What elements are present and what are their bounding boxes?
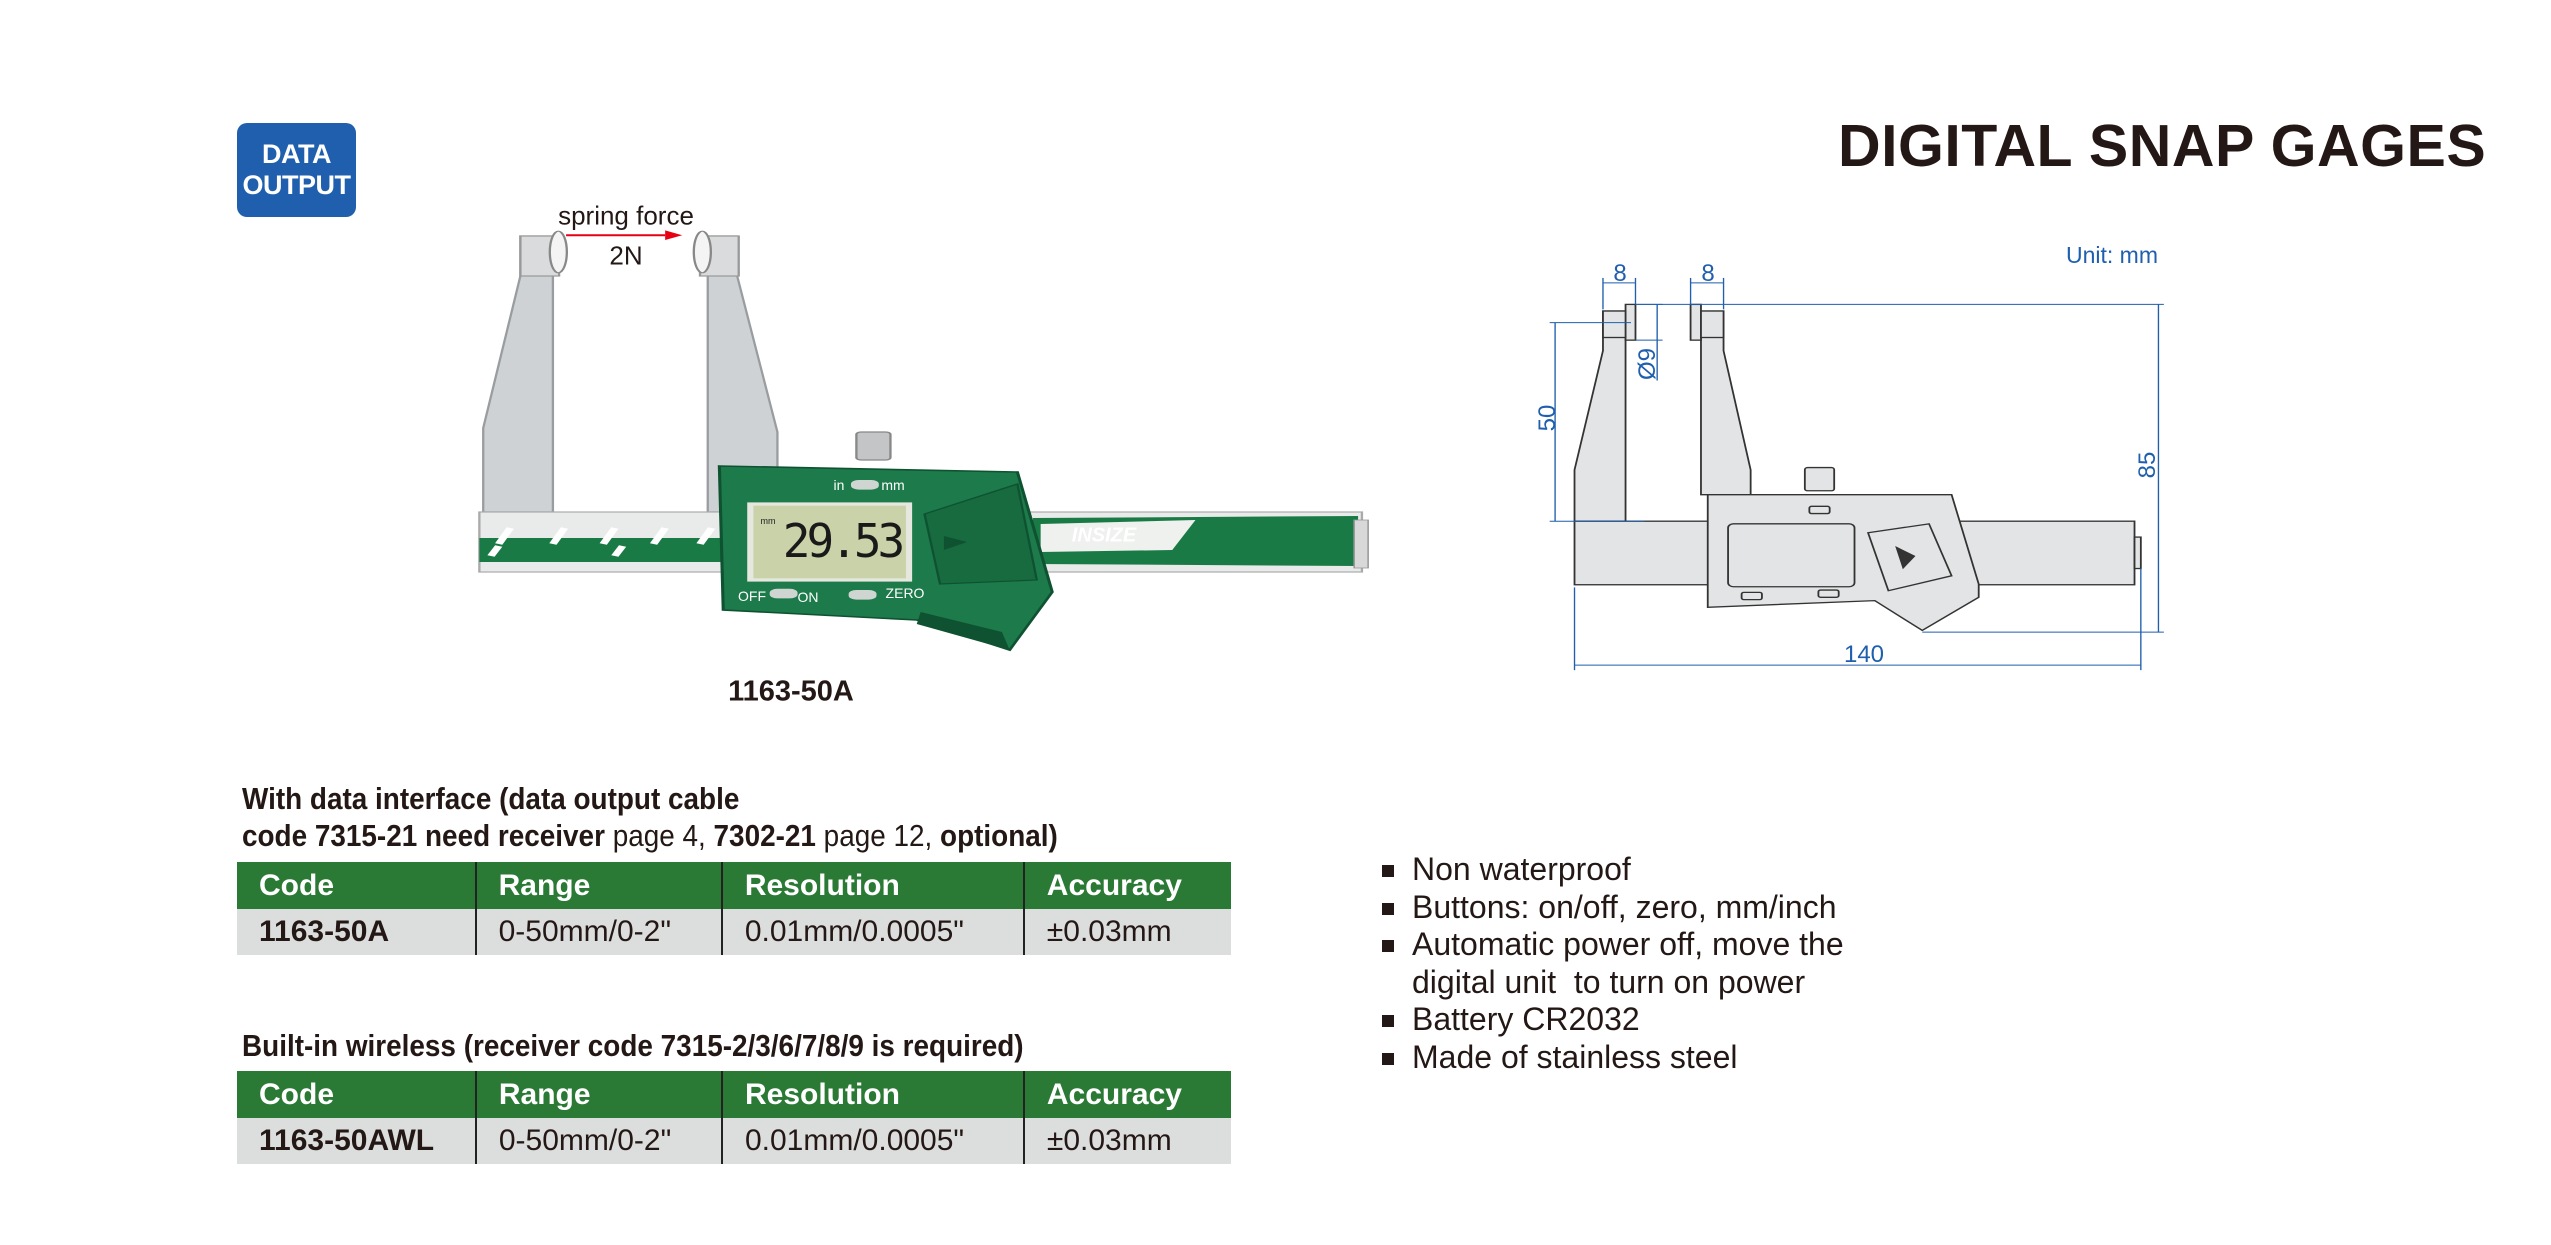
col-range: Range — [474, 862, 722, 909]
col-code: Code — [237, 862, 476, 909]
feature-text: Buttons: on/off, zero, mm/inch — [1412, 888, 1837, 925]
table-header-row: Code Range Resolution Accuracy — [237, 862, 1231, 909]
col-resolution: Resolution — [720, 1071, 1024, 1118]
drawing-knob — [1803, 466, 1836, 492]
off-label: OFF — [738, 588, 766, 604]
power-button — [769, 588, 798, 599]
dim-pad-left: 8 — [1613, 260, 1627, 287]
lcd-reading: 29.53 — [782, 514, 906, 568]
cell-resolution: 0.01mm/0.0005" — [720, 1118, 1024, 1164]
beam-white-stripe — [1040, 520, 1196, 552]
lcd-unit: mm — [760, 516, 776, 526]
bullet-icon — [1382, 865, 1394, 877]
cell-resolution: 0.01mm/0.0005" — [720, 909, 1024, 955]
heading-segment: optional) — [940, 818, 1058, 853]
table-header-row: Code Range Resolution Accuracy — [237, 1071, 1231, 1118]
drawing-triangle — [1895, 546, 1916, 570]
left-jaw — [482, 235, 555, 513]
feature-item: Made of stainless steel — [1382, 1039, 1882, 1077]
table2-heading: Built-in wireless (receiver code 7315-2/… — [242, 1028, 1024, 1063]
heading-segment: page 4, — [604, 818, 714, 853]
dim-pad-right: 8 — [1701, 260, 1715, 287]
bullet-icon — [1382, 940, 1394, 952]
cell-code: 1163-50AWL — [237, 1118, 476, 1164]
cell-accuracy: ±0.03mm — [1022, 1118, 1231, 1164]
dim-length: 140 — [1843, 641, 1885, 668]
feature-item: Battery CR2032 — [1382, 1001, 1882, 1039]
feature-item: Buttons: on/off, zero, mm/inch — [1382, 889, 1882, 927]
zero-label: ZERO — [885, 585, 925, 601]
col-code: Code — [237, 1071, 476, 1118]
spring-force-label: spring force — [558, 200, 694, 231]
unit-in-label: in — [833, 477, 845, 493]
data-port-panel — [923, 482, 1039, 585]
col-range: Range — [474, 1071, 722, 1118]
product-photo — [478, 230, 1369, 652]
col-accuracy: Accuracy — [1022, 1071, 1231, 1118]
scale-ticks — [487, 527, 716, 557]
lcd-screen — [747, 502, 913, 582]
thumb-grip — [916, 612, 1010, 650]
left-anvil — [548, 230, 568, 274]
cell-range: 0-50mm/0-2" — [474, 909, 722, 955]
feature-item: Automatic power off, move the digital un… — [1382, 926, 1882, 1001]
heading-segment: 7302-21 — [713, 818, 816, 853]
dim-depth: 50 — [1534, 404, 1561, 432]
feature-text: Automatic power off, move the digital un… — [1412, 926, 1853, 1000]
feature-text: Battery CR2032 — [1412, 1001, 1640, 1037]
feature-text: Made of stainless steel — [1412, 1038, 1738, 1075]
unit-label: Unit: mm — [2066, 242, 2158, 268]
drawing-left-jaw — [1573, 310, 1627, 522]
photo-caption: 1163-50A — [728, 675, 854, 708]
badge-line1: DATA — [262, 139, 331, 169]
feature-list: Non waterproof Buttons: on/off, zero, mm… — [1382, 851, 1882, 1076]
page-title: DIGITAL SNAP GAGES — [1838, 113, 2487, 179]
on-label: ON — [797, 589, 819, 605]
heading-segment: code 7315-21 need receiver — [242, 818, 605, 853]
table-row: 1163-50AWL 0-50mm/0-2" 0.01mm/0.0005" ±0… — [237, 1118, 1231, 1164]
cell-range: 0-50mm/0-2" — [474, 1118, 722, 1164]
data-triangle — [943, 536, 968, 550]
table1-heading-line2: code 7315-21 need receiver page 4, 7302-… — [242, 817, 1058, 855]
unit-mm-label: mm — [881, 477, 905, 493]
spec-table-wireless: Code Range Resolution Accuracy 1163-50AW… — [237, 1071, 1231, 1164]
heading-segment: page 12, — [815, 818, 941, 853]
mode-button — [850, 480, 879, 490]
drawing-right-pad — [1689, 303, 1702, 341]
right-anvil — [692, 230, 712, 274]
data-output-badge: DATA OUTPUT — [237, 123, 356, 217]
zero-button — [848, 590, 877, 600]
arrow-head — [665, 230, 683, 240]
table-row: 1163-50A 0-50mm/0-2" 0.01mm/0.0005" ±0.0… — [237, 909, 1231, 955]
feature-text: Non waterproof — [1412, 851, 1631, 887]
table1-heading-line1: With data interface (data output cable — [242, 781, 740, 816]
force-value: 2N — [609, 240, 643, 271]
badge-line2: OUTPUT — [242, 170, 352, 200]
col-resolution: Resolution — [720, 862, 1024, 909]
col-accuracy: Accuracy — [1022, 862, 1231, 909]
dimension-drawing — [1549, 277, 2164, 671]
bullet-icon — [1382, 902, 1394, 915]
drawing-right-jaw — [1700, 310, 1752, 496]
spec-table-data-interface: Code Range Resolution Accuracy 1163-50A … — [237, 862, 1231, 955]
drawing-lcd — [1727, 523, 1856, 588]
fine-adjust-knob — [855, 431, 892, 461]
dimension-lines — [1549, 277, 2164, 671]
cell-code: 1163-50A — [237, 909, 476, 955]
cell-accuracy: ±0.03mm — [1022, 909, 1231, 955]
feature-item: Non waterproof — [1382, 851, 1882, 889]
dim-height: 85 — [2134, 451, 2161, 479]
brand-logo: INSIZE — [1071, 524, 1137, 547]
bullet-icon — [1382, 1052, 1394, 1065]
dim-diameter: Ø9 — [1634, 347, 1661, 381]
end-cap — [1353, 519, 1369, 569]
bullet-icon — [1382, 1015, 1394, 1027]
